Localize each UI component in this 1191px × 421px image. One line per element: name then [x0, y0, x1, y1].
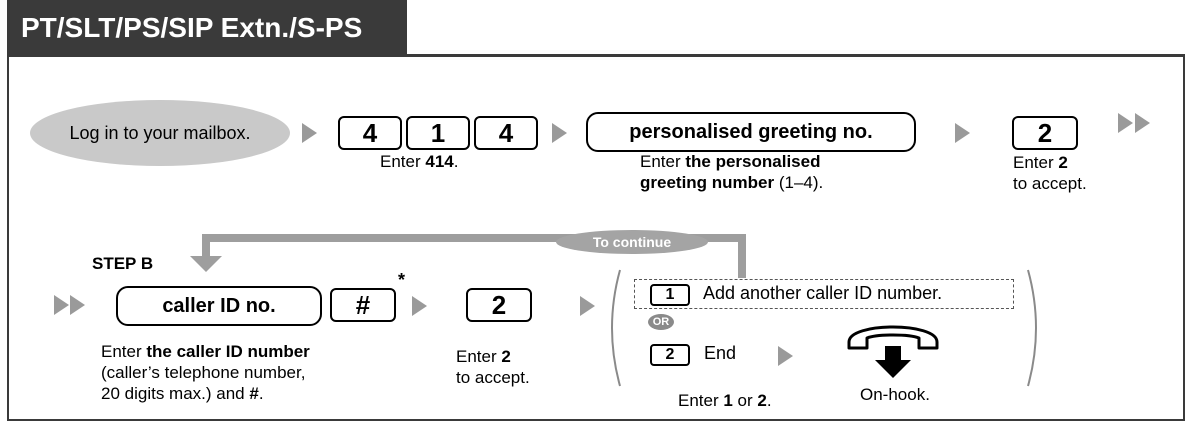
double-arrow-icon [1135, 113, 1150, 133]
option-key-2: 2 [650, 344, 690, 366]
caller-id-box: caller ID no. [116, 286, 322, 326]
options-bracket-left [611, 269, 621, 387]
arrow-right-icon [580, 296, 595, 316]
or-badge: OR [648, 314, 674, 330]
options-bracket-right [1027, 269, 1037, 387]
start-step-oval: Log in to your mailbox. [30, 100, 290, 166]
double-arrow-icon [70, 295, 85, 315]
loop-line-left [202, 234, 210, 258]
enter-414-caption: Enter 414. [380, 152, 459, 171]
accept-caption-row2: Enter 2 to accept. [456, 347, 530, 387]
key-1: 1 [406, 116, 470, 150]
option-end-label: End [704, 343, 737, 363]
asterisk-note: * [398, 270, 406, 290]
page-title: PT/SLT/PS/SIP Extn./S-PS [7, 0, 407, 56]
arrow-right-icon [412, 296, 427, 316]
to-continue-badge: To continue [556, 230, 708, 254]
on-hook-caption: On-hook. [860, 385, 930, 404]
accept-key-2-row2: 2 [466, 288, 532, 322]
double-arrow-icon [54, 295, 69, 315]
option-add-another-box [634, 279, 1014, 309]
caller-id-caption: Enter the caller ID number (caller’s tel… [101, 342, 310, 403]
accept-key-2-row1: 2 [1012, 116, 1078, 150]
option-key-1: 1 [650, 284, 690, 306]
options-caption: Enter 1 or 2. [678, 391, 772, 410]
arrow-right-icon [552, 123, 567, 143]
step-b-label: STEP B [92, 254, 154, 273]
loop-arrowhead [190, 256, 222, 272]
arrow-right-icon [302, 123, 317, 143]
arrow-right-icon [955, 123, 970, 143]
arrow-right-icon [778, 346, 793, 366]
double-arrow-icon [1118, 113, 1133, 133]
option-add-another-label: Add another caller ID number. [703, 283, 943, 303]
title-divider [7, 54, 1185, 57]
loop-line-right [738, 234, 746, 278]
accept-caption-row1: Enter 2 to accept. [1013, 153, 1087, 193]
greeting-number-box: personalised greeting no. [586, 112, 916, 152]
loop-line-top [202, 234, 746, 242]
greeting-number-caption: Enter the personalised greeting number (… [640, 152, 824, 192]
key-4-first: 4 [338, 116, 402, 150]
key-4-second: 4 [474, 116, 538, 150]
hash-key: # [330, 288, 396, 322]
diagram-frame [7, 56, 1185, 421]
on-hook-phone-icon [847, 325, 939, 378]
